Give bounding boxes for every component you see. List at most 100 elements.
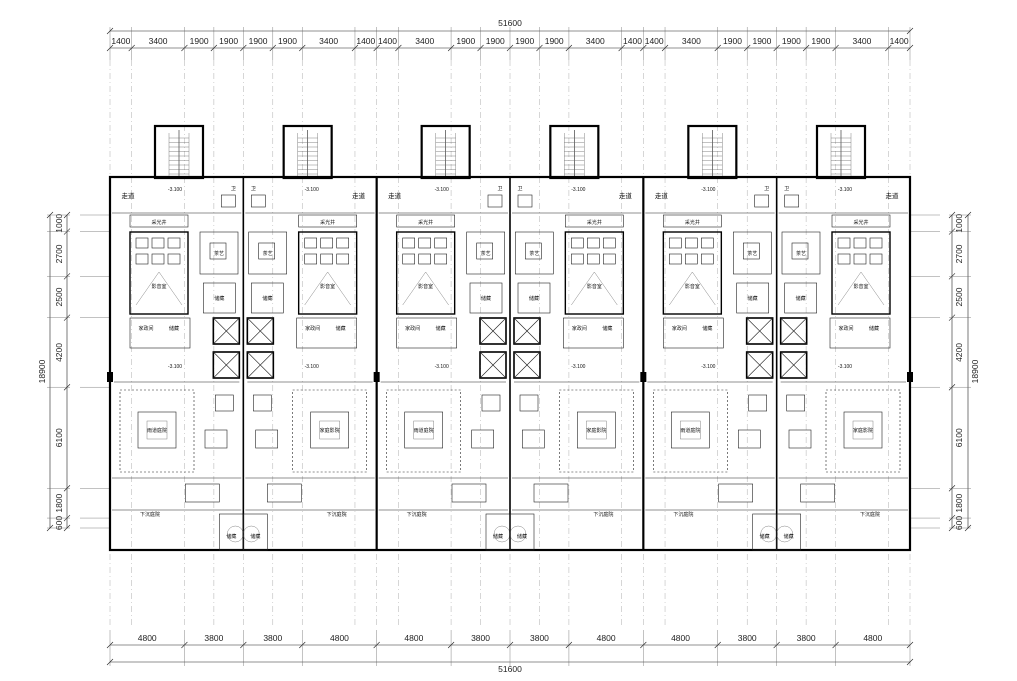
lift-shaft — [479, 351, 507, 379]
label-corridor: 走道 — [655, 191, 669, 200]
theater-seat — [418, 237, 431, 249]
theater-seat — [304, 237, 317, 249]
bottom-total-dim-text: 51600 — [498, 664, 522, 674]
theater-room — [297, 231, 358, 315]
top-seg-text: 1400 — [890, 36, 909, 46]
top-seg-text: 1900 — [190, 36, 209, 46]
lift-cross — [746, 351, 773, 379]
label-laundry: 家政间 — [572, 325, 587, 332]
theater-seat — [434, 253, 447, 265]
dim-tick — [46, 524, 54, 532]
lift-shaft — [779, 317, 808, 345]
sofa-group — [843, 411, 883, 449]
label-courtyard: 雨道庭院 — [680, 427, 700, 434]
vert-seg-text: 4200 — [54, 343, 64, 362]
vert-total-dim-text: 18900 — [37, 359, 47, 383]
label-storage: 储藏 — [214, 295, 224, 302]
label-entry-storage: 储藏 — [493, 533, 503, 540]
label-laundry: 家政间 — [305, 325, 320, 332]
label-corridor: 走道 — [352, 191, 366, 200]
sofa-group — [671, 411, 710, 449]
label-corridor: 走道 — [886, 191, 900, 200]
column — [107, 372, 113, 382]
label-theater: 影音室 — [685, 283, 700, 290]
label-storage: 储藏 — [748, 295, 758, 302]
theater-seat — [669, 253, 682, 265]
bath-fixture — [517, 194, 533, 208]
bottom-seg-text: 4800 — [671, 633, 690, 643]
label-bath: 卫 — [784, 186, 789, 192]
lift-cross — [247, 317, 274, 345]
lift-shaft — [212, 351, 241, 379]
dwelling-units — [112, 124, 908, 551]
label-storage: 储藏 — [262, 295, 272, 302]
theater-room — [564, 231, 625, 315]
label-level-lower: -3.100 — [838, 364, 852, 370]
lift-cross — [780, 317, 807, 345]
label-tea: 茶艺 — [747, 250, 757, 257]
label-tea: 茶艺 — [263, 250, 273, 257]
light-well — [565, 214, 624, 228]
theater-seat — [418, 253, 431, 265]
unit — [378, 124, 511, 551]
label-laundry: 家政间 — [138, 325, 153, 332]
screen-line — [425, 271, 449, 306]
bottom-seg-text: 3800 — [530, 633, 549, 643]
screen-line — [402, 271, 426, 306]
courtyard-zone — [559, 389, 634, 473]
tea-table — [209, 242, 227, 260]
theater-seat — [685, 237, 698, 249]
tea-table — [476, 242, 493, 260]
column — [373, 372, 380, 382]
lounge-set — [533, 483, 569, 503]
lift-shaft — [246, 351, 275, 379]
top-seg-text: 1900 — [545, 36, 564, 46]
tea-table — [258, 242, 275, 260]
label-light-well: 采光井 — [853, 219, 868, 226]
label-sunken-yard: 下沉庭院 — [860, 511, 880, 518]
top-seg-text: 1900 — [249, 36, 268, 46]
bath-fixture — [487, 194, 503, 208]
label-corridor: 走道 — [122, 191, 136, 200]
theater-seat — [402, 237, 415, 249]
label-sunken-yard: 下沉庭院 — [327, 511, 347, 518]
top-seg-text: 1400 — [111, 36, 130, 46]
tea-room — [733, 231, 772, 275]
stair-tower — [815, 124, 867, 180]
bottom-seg-text: 4800 — [863, 633, 882, 643]
column — [907, 372, 913, 382]
label-tea: 茶艺 — [481, 250, 491, 257]
label-storage-small: 储藏 — [869, 325, 879, 332]
storage-room — [784, 282, 817, 314]
light-well — [831, 214, 891, 228]
label-storage: 储藏 — [529, 295, 539, 302]
top-seg-text: 3400 — [682, 36, 701, 46]
label-laundry: 家政间 — [405, 325, 420, 332]
theater-seat — [336, 237, 349, 249]
bottom-seg-text: 3800 — [204, 633, 223, 643]
vert-total-dim-text: 18900 — [970, 359, 980, 383]
label-entry-storage: 储藏 — [250, 533, 260, 540]
unit — [509, 124, 642, 551]
lift-cross — [479, 351, 507, 379]
label-storage-small: 储藏 — [702, 325, 712, 332]
label-theater: 影音室 — [418, 283, 433, 290]
theater-seat — [853, 253, 867, 265]
bath-fixture — [221, 194, 236, 208]
theater-room — [831, 231, 891, 315]
courtyard-zone — [653, 389, 728, 473]
label-light-well: 采光井 — [418, 219, 433, 226]
unit — [242, 124, 375, 551]
study-desk — [255, 429, 278, 449]
storage-room — [736, 282, 769, 314]
dim-tick — [106, 658, 114, 666]
label-theater: 影音室 — [151, 283, 166, 290]
label-level: -3.100 — [838, 187, 852, 193]
sofa-group — [310, 411, 349, 449]
vert-seg-text: 2700 — [54, 244, 64, 263]
laundry-room — [396, 317, 457, 349]
vert-seg-text: 1800 — [54, 493, 64, 512]
label-storage-small: 储藏 — [336, 325, 346, 332]
sofa-group — [137, 411, 177, 449]
